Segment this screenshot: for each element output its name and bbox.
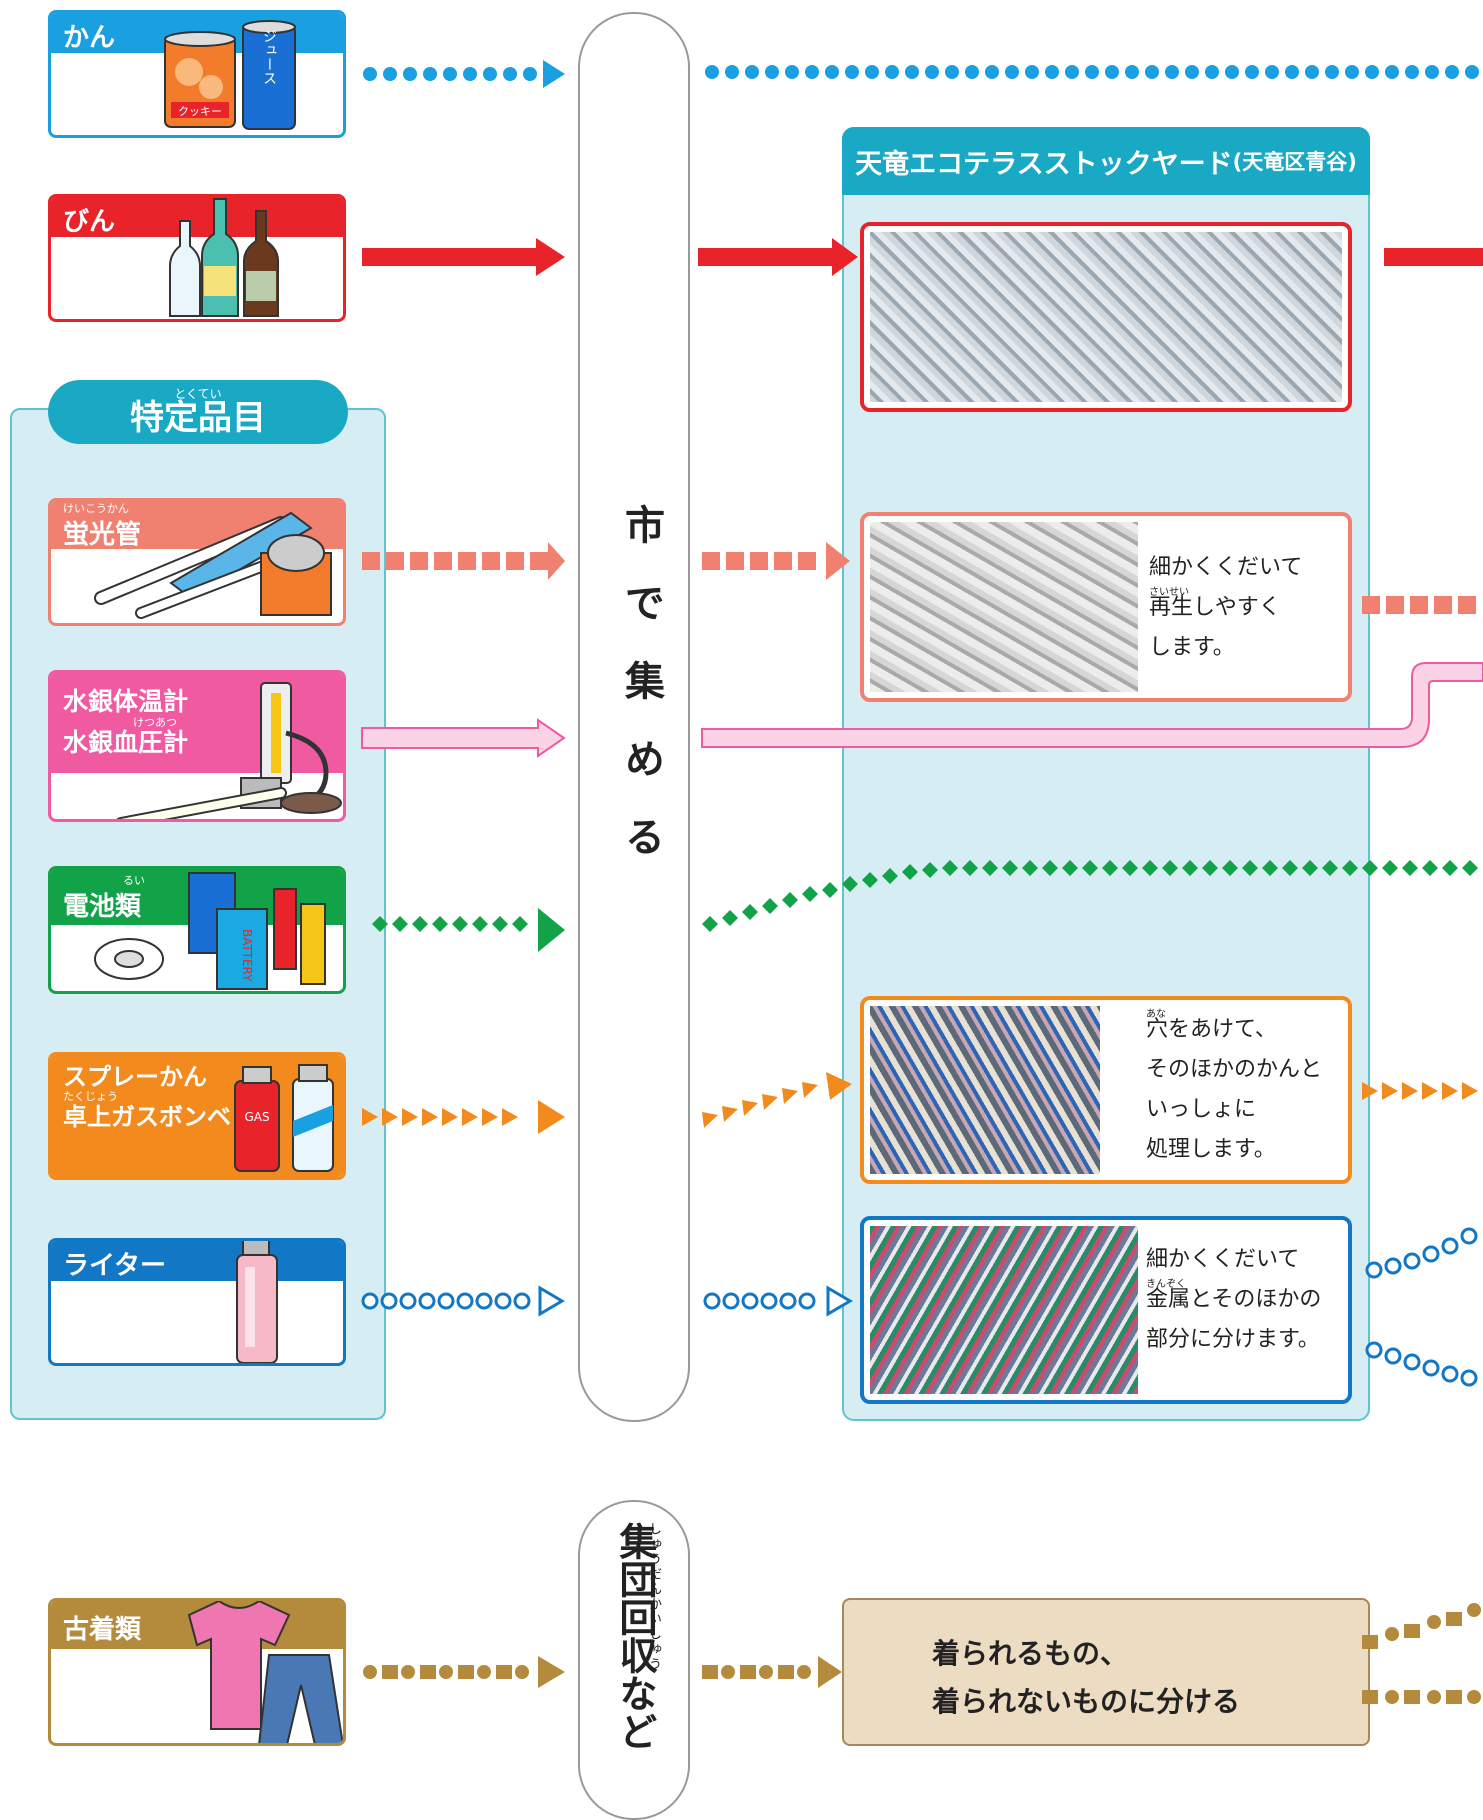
fluorescent-ruby: けいこうかん	[63, 502, 129, 515]
spray-text-line-2: そのほかのかんと	[1146, 1057, 1323, 1082]
mercury-label-1: 水銀体温計	[63, 687, 189, 716]
city-collection-label: 市で集める	[618, 504, 664, 894]
special-items-ruby: とくてい	[174, 387, 222, 401]
spray-process-text: あな 穴をあけて、 そのほかのかんと いっしょに 処理します。	[1146, 1010, 1322, 1170]
spray-label-1: スプレーかん	[63, 1063, 207, 1091]
clothes-sorting-box: 着られるもの、 着られないものに分ける	[842, 1598, 1370, 1746]
crushed-tubes-photo	[870, 522, 1138, 692]
can-flow-arrow	[363, 60, 565, 88]
lighter-text-ruby: きんぞく	[1146, 1279, 1186, 1290]
stockyard-title: 天竜エコテラスストックヤード	[855, 148, 1233, 180]
item-label-mercury: 水銀体温計 けつあつ 水銀血圧計	[51, 673, 343, 773]
lighter-photo-card: 細かくくだいて きんぞく 金属とそのほかの 部分に分けます。	[860, 1216, 1352, 1404]
fluorescent-tubes-icon	[94, 511, 332, 619]
lighter-text-line-2: 金属とそのほかの	[1146, 1287, 1322, 1312]
lighter-text-line-1: 細かくくだいて	[1146, 1247, 1300, 1272]
lighter-icon	[236, 1241, 278, 1363]
spray-photo-card: あな 穴をあけて、 そのほかのかんと いっしょに 処理します。	[860, 996, 1352, 1184]
group-collection-label: 集団回収など	[613, 1522, 657, 1750]
item-card-lighter: ライター	[48, 1238, 346, 1366]
item-label-lighter: ライター	[51, 1241, 343, 1281]
item-card-mercury: 水銀体温計 けつあつ 水銀血圧計	[48, 670, 346, 822]
cookie-can-text: クッキー	[178, 105, 222, 118]
battery-ruby: るい	[123, 874, 145, 887]
fluorescent-text-line-3: します。	[1149, 635, 1235, 660]
fluorescent-text-ruby: さいせい	[1149, 587, 1189, 598]
thermometer-sphygmomanometer-icon	[116, 682, 342, 819]
stockyard-location: (天竜区青谷)	[1232, 150, 1357, 174]
clothes-sorting-line-1: 着られるもの、	[932, 1637, 1129, 1670]
item-card-bottle: びん	[48, 194, 346, 322]
spray-cans-icon: GAS	[234, 1064, 334, 1172]
fluorescent-label: 蛍光管	[63, 520, 142, 550]
battery-label: 電池類	[63, 892, 142, 922]
clothes-sorting-line-2: 着られないものに分ける	[932, 1685, 1241, 1718]
spray-label-2: 卓上ガスボンベ	[63, 1103, 231, 1131]
bottles-icon	[169, 198, 279, 317]
item-card-battery: るい 電池類 BATTERY	[48, 866, 346, 994]
spray-text-line-3: いっしょに	[1146, 1097, 1257, 1122]
punctured-cans-photo	[870, 1006, 1100, 1174]
gas-text: GAS	[244, 1110, 269, 1124]
lighter-text-line-3: 部分に分けます。	[1146, 1327, 1320, 1352]
stockyard-header: 天竜エコテラスストックヤード (天竜区青谷)	[842, 127, 1370, 195]
fluorescent-text-line-2: 再生しやすく	[1149, 595, 1281, 620]
item-card-spray: スプレーかん たくじょう 卓上ガスボンベ GAS	[48, 1052, 346, 1180]
item-label-bottle: びん	[51, 197, 343, 237]
group-collection-pill: 集団回収など しゅうだんかいしゅう	[578, 1500, 690, 1820]
can-flow-arrow-2	[705, 65, 1479, 79]
spray-text-line-4: 処理します。	[1146, 1137, 1276, 1162]
fluorescent-photo-card: 細かくくだいて さいせい 再生しやすく します。	[860, 512, 1352, 702]
spray-ruby: たくじょう	[63, 1090, 118, 1103]
spray-text-ruby: あな	[1146, 1009, 1166, 1020]
crushed-glass-photo	[870, 232, 1342, 402]
batteries-icon: BATTERY	[94, 872, 326, 990]
mercury-ruby: けつあつ	[133, 716, 177, 729]
cans-icon: クッキー ジュース	[164, 20, 296, 130]
city-collection-pill: 市で集める	[578, 12, 690, 1422]
bottle-pile-photo-card	[860, 222, 1352, 412]
lighter-process-text: 細かくくだいて きんぞく 金属とそのほかの 部分に分けます。	[1146, 1240, 1321, 1360]
fluorescent-text-line-1: 細かくくだいて	[1149, 555, 1303, 580]
spray-text-line-1: 穴をあけて、	[1146, 1017, 1277, 1042]
special-items-header: とくてい 特定品目	[48, 380, 348, 444]
juice-can-text: ジュース	[261, 29, 277, 85]
group-collection-ruby: しゅうだんかいしゅう	[646, 1522, 661, 1672]
clothes-icon	[187, 1601, 343, 1743]
fluorescent-process-text: 細かくくだいて さいせい 再生しやすく します。	[1149, 548, 1302, 668]
battery-text: BATTERY	[240, 929, 254, 982]
crushed-lighters-photo	[870, 1226, 1138, 1394]
item-card-clothes: 古着類	[48, 1598, 346, 1746]
clothes-sorting-text: 着られるもの、 着られないものに分ける	[932, 1630, 1240, 1726]
mercury-label-2: 水銀血圧計	[63, 728, 189, 757]
item-card-can: かん クッキー ジュース	[48, 10, 346, 138]
item-card-fluorescent: けいこうかん 蛍光管	[48, 498, 346, 626]
special-items-title: 特定品目	[130, 398, 266, 438]
